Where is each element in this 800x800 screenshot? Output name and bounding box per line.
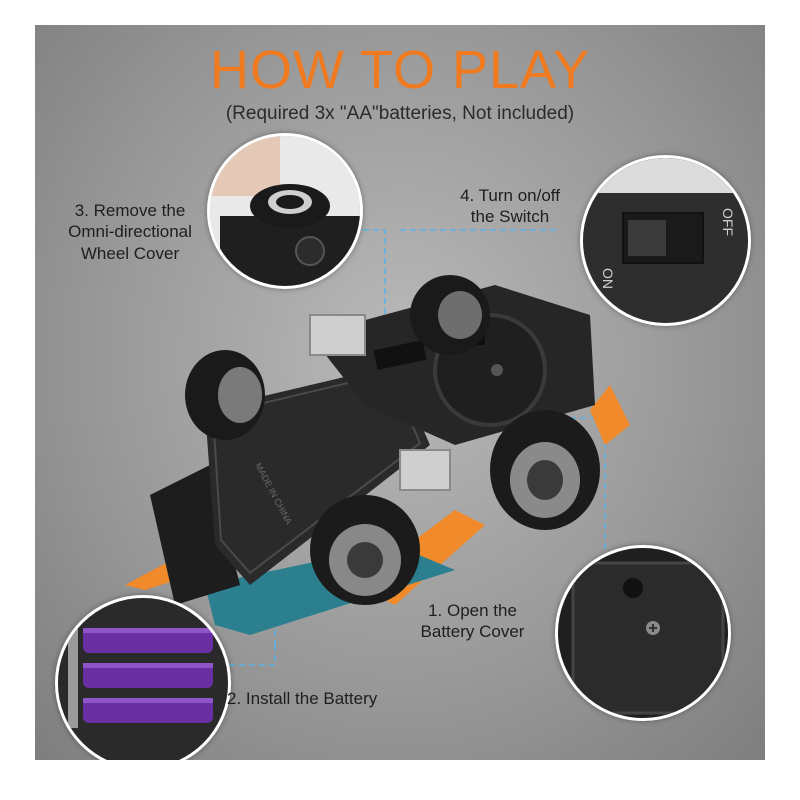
battery-cover-detail	[555, 545, 731, 721]
metal-clip	[309, 314, 366, 356]
battery	[83, 663, 213, 688]
step-2-label: 2. Install the Battery	[227, 689, 378, 708]
battery-detail	[55, 595, 231, 760]
battery-cover	[205, 365, 430, 585]
car-illustration: MADE IN CHINA	[125, 229, 630, 666]
battery-requirement-note: (Required 3x "AA"batteries, Not included…	[225, 103, 575, 124]
switch-on-label: ON	[600, 268, 616, 289]
battery	[83, 698, 213, 723]
wheel-cover-detail	[207, 133, 363, 289]
wheels	[185, 275, 600, 605]
battery	[83, 628, 213, 653]
step-4-label: 4. Turn on/off the Switch	[460, 186, 560, 227]
switch-slider	[628, 220, 666, 256]
page-title: HOW TO PLAY	[209, 40, 591, 100]
step-3-label: 3. Remove the Omni-directional Wheel Cov…	[68, 201, 192, 263]
step-1-label: 1. Open the Battery Cover	[420, 601, 525, 642]
switch-off-label: OFF	[720, 208, 736, 236]
instruction-panel: HOW TO PLAY (Required 3x "AA"batteries, …	[35, 25, 765, 760]
switch-detail: ON OFF	[580, 155, 751, 326]
